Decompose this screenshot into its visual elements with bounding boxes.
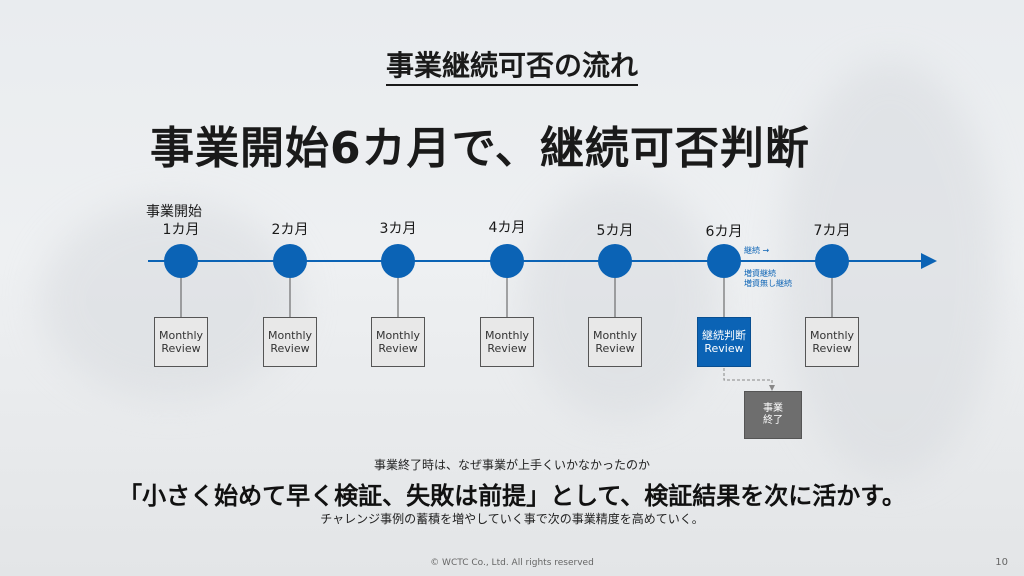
month-label: 3カ月 [379,221,417,237]
end-connector [723,368,775,391]
review-line2: Review [595,342,635,355]
review-line1: Monthly [267,329,313,342]
month-node [707,244,741,278]
month-label: 1カ月 [162,222,200,238]
month-label: 4カ月 [488,220,526,236]
sub-text-2: チャレンジ事例の蓄積を増やしていく事で次の事業精度を高めていく。 [320,512,704,526]
page-number: 10 [995,557,1008,568]
review-line1: Monthly [375,329,421,342]
month-node [381,244,415,278]
end-box-line1: 事業 [763,403,783,414]
review-line1: Monthly [484,329,530,342]
funding-note-2: 増資無し継続 [744,279,792,288]
background-shape [780,60,1000,480]
review-line2: Review [704,342,744,355]
month-node [598,244,632,278]
month-node [815,244,849,278]
month-node [273,244,307,278]
review-line2: Review [378,342,418,355]
section-title-text: 事業継続可否の流れ [385,49,638,86]
footer: © WCTC Co., Ltd. All rights reserved [430,558,594,568]
funding-note-1: 増資継続 [744,269,776,278]
month-label: 6カ月 [705,224,743,240]
review-line1: 継続判断 [702,329,746,342]
review-line1: Monthly [809,329,855,342]
sub-text-1: 事業終了時は、なぜ事業が上手くいかなかったのか [373,458,650,472]
review-line2: Review [161,342,201,355]
month-label: 7カ月 [813,223,851,239]
month-label: 5カ月 [596,223,634,239]
start-label: 事業開始 [146,204,202,220]
end-box: 事業終了 [744,391,802,439]
review-line2: Review [487,342,527,355]
end-box-line2: 終了 [763,415,783,426]
headline: 事業開始6カ月で、継続可否判断 [150,123,810,174]
review-line2: Review [812,342,852,355]
review-line2: Review [270,342,310,355]
review-line1: Monthly [158,329,204,342]
review-line1: Monthly [592,329,638,342]
month-node [490,244,524,278]
background-shape [520,180,720,420]
main-message: 「小さく始めて早く検証、失敗は前提」として、検証結果を次に活かす。 [118,482,906,510]
month-label: 2カ月 [271,222,309,238]
section-title: 事業継続可否の流れ [0,44,1024,86]
month-node [164,244,198,278]
continue-note: 継続 → [744,246,770,255]
